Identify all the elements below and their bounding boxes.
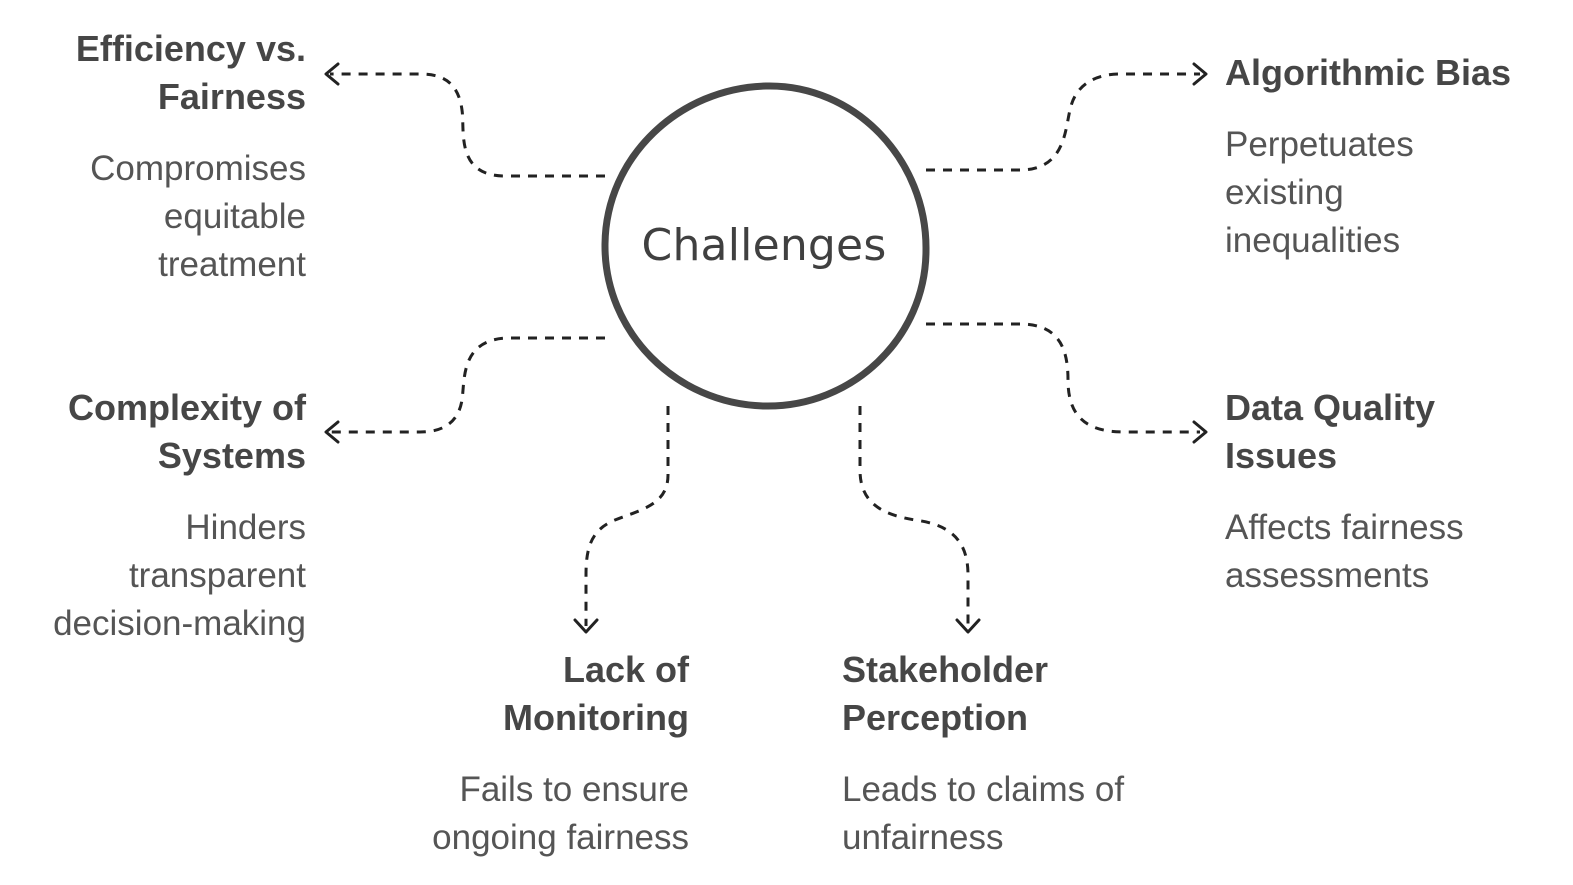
- desc-line: Affects fairness: [1225, 508, 1464, 547]
- desc-line: assessments: [1225, 556, 1430, 595]
- connector-algorithmic: [926, 72, 1200, 172]
- desc-line: Leads to claims of: [842, 770, 1125, 809]
- node-description: Fails to ensure ongoing fairness: [329, 766, 689, 862]
- title-line: Issues: [1225, 435, 1338, 476]
- connector-efficiency: [330, 72, 605, 178]
- title-line: Stakeholder: [842, 649, 1049, 690]
- arrowhead-complexity: [324, 420, 340, 444]
- node-title: Algorithmic Bias: [1225, 49, 1565, 97]
- node-stakeholder-perception: Stakeholder Perception Leads to claims o…: [842, 646, 1182, 862]
- title-line: Complexity of: [67, 387, 306, 428]
- node-description: Leads to claims of unfairness: [842, 766, 1182, 862]
- node-description: Hinders transparent decision-making: [0, 504, 306, 648]
- title-line: Fairness: [157, 76, 306, 117]
- desc-line: Perpetuates: [1225, 125, 1414, 164]
- connector-monitoring: [584, 406, 670, 626]
- desc-line: unfairness: [842, 818, 1004, 857]
- title-line: Perception: [842, 697, 1029, 738]
- node-title: Complexity of Systems: [0, 384, 306, 480]
- node-description: Perpetuates existing inequalities: [1225, 121, 1565, 265]
- desc-line: decision-making: [53, 604, 306, 643]
- desc-line: Fails to ensure: [459, 770, 689, 809]
- title-line: Monitoring: [503, 697, 689, 738]
- connector-stakeholder: [858, 406, 970, 626]
- title-line: Systems: [157, 435, 306, 476]
- center-label: Challenges: [641, 220, 887, 271]
- connector-complexity: [330, 336, 605, 434]
- desc-line: inequalities: [1225, 221, 1401, 260]
- node-title: Efficiency vs. Fairness: [0, 25, 306, 121]
- desc-line: Hinders: [185, 508, 306, 547]
- node-title: Stakeholder Perception: [842, 646, 1182, 742]
- title-line: Algorithmic Bias: [1225, 52, 1512, 93]
- arrowhead-data-quality: [1192, 420, 1208, 444]
- title-line: Data Quality: [1225, 387, 1436, 428]
- node-title: Data Quality Issues: [1225, 384, 1565, 480]
- desc-line: existing: [1225, 173, 1344, 212]
- desc-line: transparent: [128, 556, 306, 595]
- arrowhead-monitoring: [573, 618, 599, 634]
- node-description: Compromises equitable treatment: [0, 145, 306, 289]
- node-efficiency: Efficiency vs. Fairness Compromises equi…: [0, 25, 306, 289]
- node-algorithmic-bias: Algorithmic Bias Perpetuates existing in…: [1225, 49, 1565, 265]
- title-line: Efficiency vs.: [75, 28, 306, 69]
- node-data-quality: Data Quality Issues Affects fairness ass…: [1225, 384, 1565, 600]
- arrowhead-stakeholder: [955, 618, 981, 634]
- arrowhead-algorithmic: [1192, 62, 1208, 86]
- connector-data-quality: [926, 322, 1200, 434]
- desc-line: treatment: [158, 245, 306, 284]
- desc-line: Compromises: [90, 149, 306, 188]
- desc-line: ongoing fairness: [432, 818, 689, 857]
- arrowhead-efficiency: [324, 62, 340, 86]
- node-description: Affects fairness assessments: [1225, 504, 1565, 600]
- desc-line: equitable: [163, 197, 306, 236]
- node-monitoring: Lack of Monitoring Fails to ensure ongoi…: [329, 646, 689, 862]
- node-title: Lack of Monitoring: [329, 646, 689, 742]
- title-line: Lack of: [562, 649, 689, 690]
- node-complexity: Complexity of Systems Hinders transparen…: [0, 384, 306, 648]
- center-circle: [601, 82, 930, 410]
